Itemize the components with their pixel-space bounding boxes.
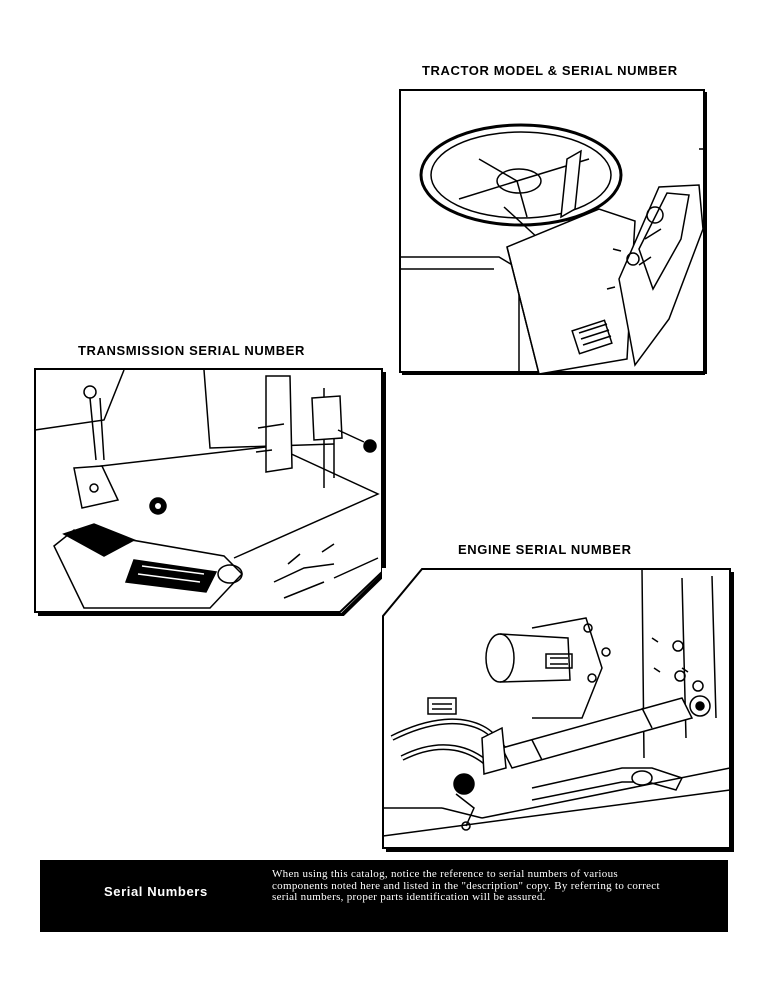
serial-numbers-heading: Serial Numbers bbox=[104, 884, 208, 899]
serial-numbers-note: Serial Numbers When using this catalog, … bbox=[40, 860, 728, 932]
tractor-serial-caption: TRACTOR MODEL & SERIAL NUMBER bbox=[422, 63, 678, 78]
transmission-serial-illustration bbox=[34, 368, 386, 616]
transmission-serial-caption: TRANSMISSION SERIAL NUMBER bbox=[78, 343, 305, 358]
engine-serial-illustration bbox=[382, 568, 734, 852]
engine-serial-caption: ENGINE SERIAL NUMBER bbox=[458, 542, 632, 557]
serial-numbers-text: When using this catalog, notice the refe… bbox=[272, 868, 660, 903]
tractor-serial-illustration bbox=[399, 89, 707, 375]
